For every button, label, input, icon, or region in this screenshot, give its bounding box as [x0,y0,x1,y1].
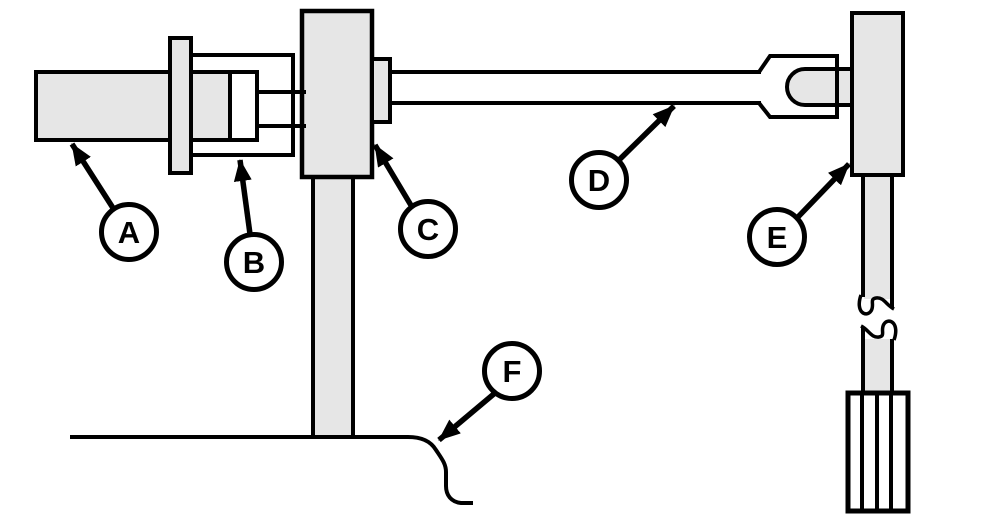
callout-c-letter: C [417,212,439,247]
column-post-fill [315,174,353,436]
mount-plate [850,11,905,177]
callout-b-letter: B [243,245,265,280]
callout-a-letter: A [118,215,140,250]
part-c-column [299,8,392,438]
callout-f-letter: F [503,354,522,389]
part-d-rod [389,54,853,119]
callout-f-arrow [437,390,497,443]
part-f-floor-contour [70,435,473,505]
break-symbol [857,294,898,341]
callout-d-arrow [616,104,676,163]
shaft-sleeve [228,70,259,142]
callout-c-arrow [372,143,415,209]
callout-e: E [747,207,807,267]
callout-b-arrow [233,159,253,235]
part-e-plate-assembly [845,11,911,514]
part-a-shaft [34,70,259,142]
hanging-rod-lower-fill [864,339,891,395]
column-output-boss [370,57,392,124]
callout-c: C [398,199,458,259]
callout-e-arrow [795,162,851,220]
callout-d: D [569,150,629,210]
column-housing [299,8,375,180]
coupling-flange [168,36,193,175]
rod-clevis [757,54,839,119]
rod-end-pin [785,67,853,107]
callout-a: A [99,202,159,262]
callout-b: B [224,232,284,292]
callout-f: F [482,341,542,401]
callout-a-arrow [69,142,116,210]
callout-e-letter: E [767,220,788,255]
callout-arrows [69,104,851,443]
grip [845,390,911,514]
shaft-column-connectors [257,90,306,128]
callout-d-letter: D [588,163,610,198]
hanging-rod-upper-fill [864,173,891,299]
